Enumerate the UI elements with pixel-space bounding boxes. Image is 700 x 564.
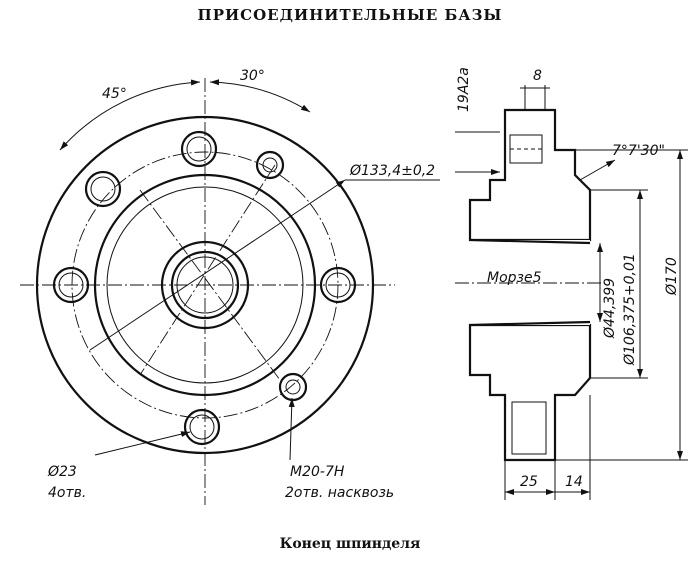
len2-label: 14 xyxy=(565,474,583,490)
caption: Конец шпинделя xyxy=(279,536,421,552)
bore-outer-circle xyxy=(160,240,250,330)
width-top-label: 8 xyxy=(533,68,542,84)
bore-inner-circle xyxy=(170,250,240,320)
angle-arc-30 xyxy=(209,79,311,113)
section-lower xyxy=(468,323,592,462)
threaded-hole xyxy=(278,372,308,402)
bolt-hole xyxy=(52,266,90,304)
hole-diameter-label: Ø23 xyxy=(47,464,77,480)
diagonal-centerline-2 xyxy=(139,164,276,376)
threaded-hole xyxy=(255,150,285,180)
len1-label: 25 xyxy=(520,474,538,490)
taper-label: Морзе5 xyxy=(487,270,542,286)
diagonal-centerline xyxy=(139,189,281,381)
d2-label: Ø106,375+0,01 xyxy=(622,253,638,366)
angle-arc-45 xyxy=(59,79,201,151)
bolt-circle-diameter-line xyxy=(89,179,346,351)
angle-45-label: 45° xyxy=(102,86,127,102)
bolt-hole xyxy=(319,266,357,304)
section-thread xyxy=(511,401,547,455)
page-title: ПРИСОЕДИНИТЕЛЬНЫЕ БАЗЫ xyxy=(197,6,503,24)
d3-label: Ø170 xyxy=(664,257,680,296)
bolt-circle-diameter-label: Ø133,4±0,2 xyxy=(349,163,435,179)
thread-note-label: 2отв. насквозь xyxy=(285,485,394,501)
taper-lower-line xyxy=(469,320,591,327)
bolt-hole xyxy=(183,408,221,446)
bolt-hole xyxy=(84,170,122,208)
thread-leader xyxy=(288,397,295,461)
bolt-holes xyxy=(52,130,357,446)
d1-label: Ø44,399 xyxy=(602,278,618,339)
angle-30-label: 30° xyxy=(240,68,265,84)
thread-label: M20-7H xyxy=(290,464,345,480)
hub-circle xyxy=(93,173,317,397)
bolt-circle xyxy=(71,151,339,419)
hole-count-label: 4отв. xyxy=(48,485,86,501)
taper-angle-label: 7°7'30" xyxy=(612,143,665,159)
roughness-label: 19А2а xyxy=(456,67,472,112)
taper-upper-line xyxy=(469,238,591,245)
front-view: 45° 30° Ø133,4±0,2 Ø23 4отв. M20-7H 2отв… xyxy=(20,68,440,505)
section-upper xyxy=(468,108,592,242)
hole-leader xyxy=(94,431,191,456)
section-view: Морзе5 19А2а 8 7°7'30" Ø44,399 Ø106,375+… xyxy=(455,67,688,500)
hub-inner-circle xyxy=(106,186,304,384)
bore-chamfer-circle xyxy=(176,256,234,314)
flange-outer-circle xyxy=(35,115,375,455)
